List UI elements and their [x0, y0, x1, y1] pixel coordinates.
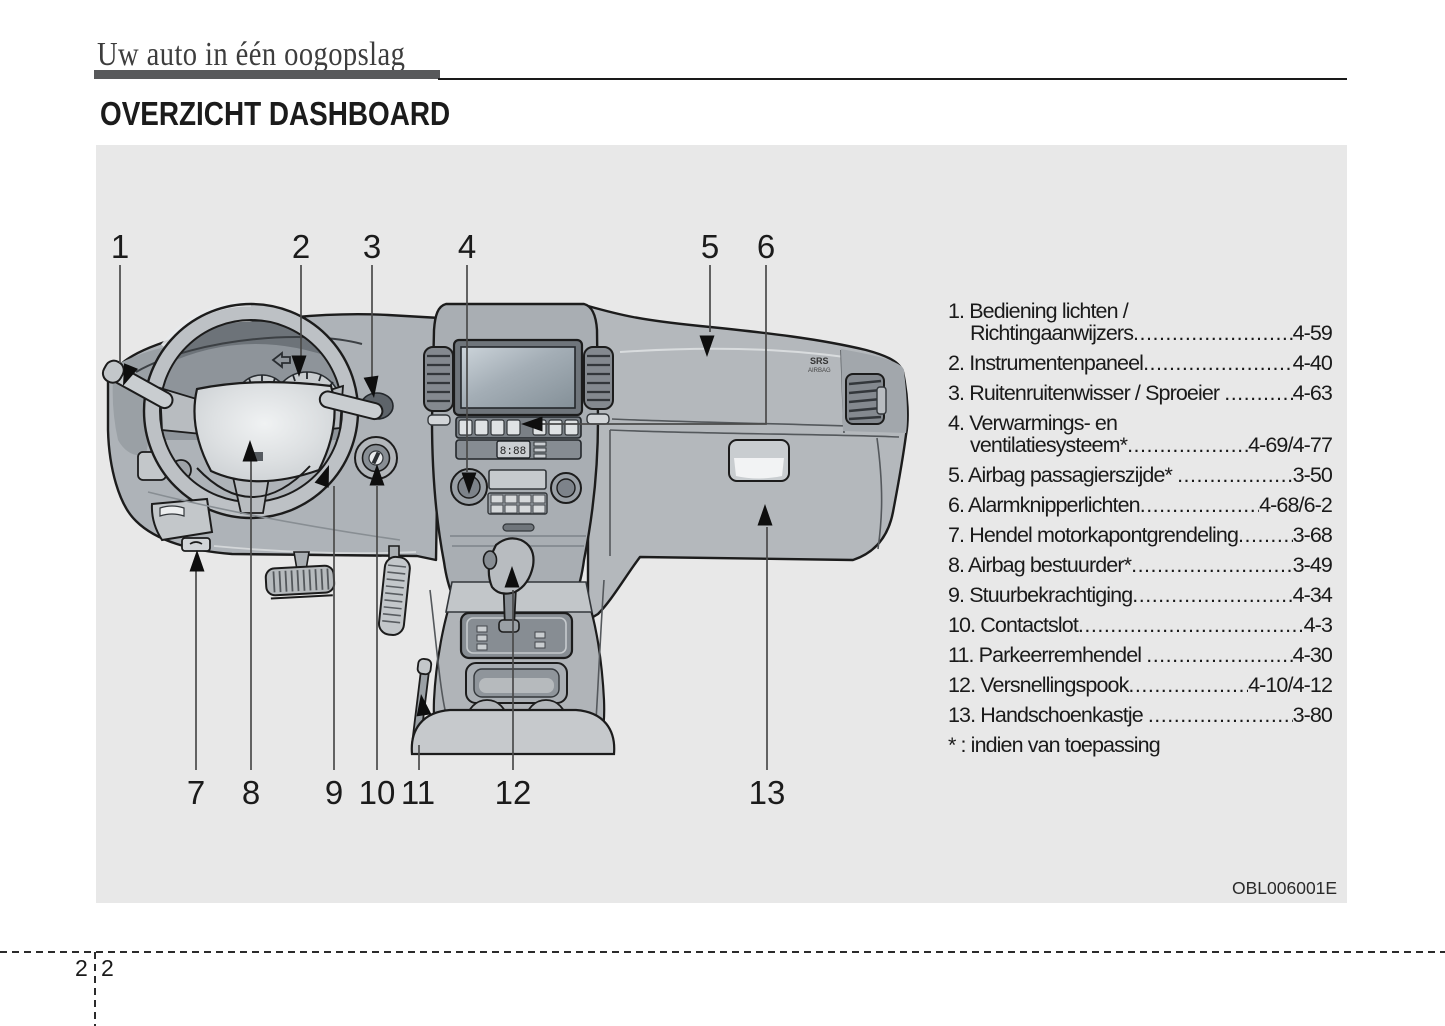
svg-text:1: 1 [111, 228, 129, 265]
svg-text:9: 9 [325, 774, 343, 811]
svg-text:2: 2 [292, 228, 310, 265]
svg-text:10: 10 [359, 774, 396, 811]
svg-text:6: 6 [757, 228, 775, 265]
svg-text:11: 11 [401, 774, 435, 811]
svg-text:7: 7 [187, 774, 205, 811]
svg-text:8: 8 [242, 774, 260, 811]
svg-text:12: 12 [495, 774, 532, 811]
svg-text:SRS: SRS [810, 356, 829, 366]
svg-text:5: 5 [701, 228, 719, 265]
svg-text:13: 13 [749, 774, 786, 811]
svg-text:AIRBAG: AIRBAG [808, 368, 831, 374]
svg-text:4: 4 [458, 228, 476, 265]
svg-text:8:88: 8:88 [500, 446, 526, 458]
svg-text:3: 3 [363, 228, 381, 265]
